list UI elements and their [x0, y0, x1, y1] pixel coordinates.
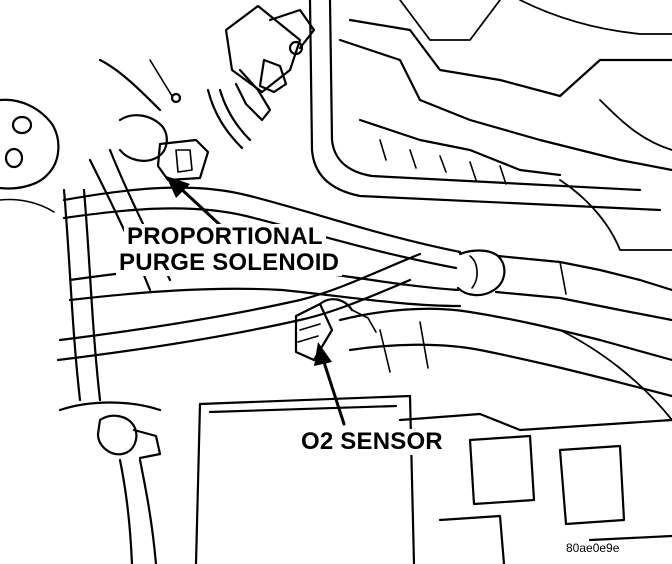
pps-arrowhead [166, 176, 190, 198]
vacuum-hoses [56, 186, 672, 362]
lower-components [58, 394, 672, 564]
figure-id-label: 80ae0e9e [566, 541, 620, 555]
air-cleaner-housing [308, 0, 672, 251]
exhaust-pipe [338, 307, 672, 421]
fender-bracket [0, 98, 60, 213]
proportional-purge-solenoid-label-line2: PURGE SOLENOID [116, 250, 343, 276]
o2-arrowhead [314, 342, 332, 366]
arrowheads [166, 176, 332, 366]
o2-sensor-label: O2 SENSOR [298, 429, 446, 455]
o2-leader-line [320, 354, 346, 426]
purge-solenoid-body [98, 58, 210, 182]
o2-sensor-body [294, 298, 377, 362]
proportional-purge-solenoid-label-line1: PROPORTIONAL [124, 224, 326, 250]
top-connector-cluster [206, 4, 316, 150]
